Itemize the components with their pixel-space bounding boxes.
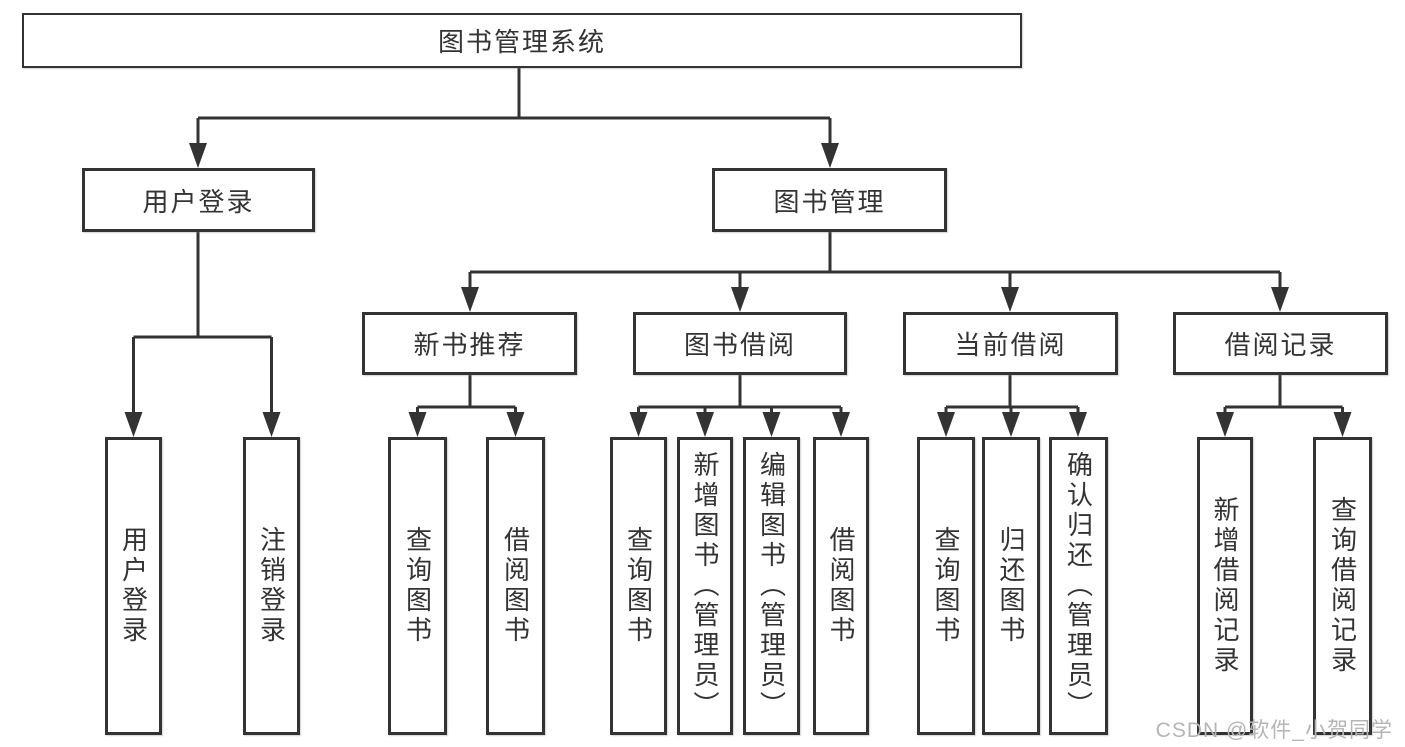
node-label: 用户登录 xyxy=(118,526,149,646)
node-user-login-action: 用户登录 xyxy=(105,437,162,735)
node-label: 查询图书 xyxy=(402,526,433,646)
node-add-borrow-record: 新增借阅记录 xyxy=(1197,437,1253,735)
node-library-management-system: 图书管理系统 xyxy=(22,13,1022,68)
node-label: 借阅图书 xyxy=(826,526,856,646)
node-label: 图书管理系统 xyxy=(437,27,606,57)
node-label: 图书借阅 xyxy=(683,330,796,360)
node-label: 新书推荐 xyxy=(413,330,526,360)
node-label: 借阅记录 xyxy=(1224,330,1337,360)
node-label: 查询图书 xyxy=(931,526,961,646)
node-borrow-books-recommend: 借阅图书 xyxy=(486,437,545,735)
node-label: 新增图书（管理员） xyxy=(690,451,720,721)
node-query-borrow-record: 查询借阅记录 xyxy=(1313,437,1372,735)
node-label: 新增借阅记录 xyxy=(1210,496,1240,676)
node-return-books: 归还图书 xyxy=(982,437,1040,735)
node-borrow-books-borrowing: 借阅图书 xyxy=(813,437,869,735)
node-query-books-current: 查询图书 xyxy=(917,437,975,735)
csdn-watermark: CSDN @软件_小贺同学 xyxy=(1155,719,1393,742)
node-label: 查询借阅记录 xyxy=(1327,496,1358,676)
node-edit-books-admin: 编辑图书（管理员） xyxy=(743,437,800,735)
node-book-borrowing: 图书借阅 xyxy=(633,312,847,375)
node-new-book-recommendation: 新书推荐 xyxy=(362,312,577,375)
node-label: 编辑图书（管理员） xyxy=(756,451,787,721)
node-query-books-borrowing: 查询图书 xyxy=(610,437,667,735)
node-label: 注销登录 xyxy=(256,526,287,646)
node-label: 借阅图书 xyxy=(500,526,531,646)
node-label: 归还图书 xyxy=(996,526,1026,646)
node-label: 查询图书 xyxy=(623,526,654,646)
node-borrowing-records: 借阅记录 xyxy=(1173,312,1388,375)
node-book-management: 图书管理 xyxy=(712,168,947,232)
node-add-books-admin: 新增图书（管理员） xyxy=(677,437,733,735)
arrowheads xyxy=(124,143,1352,437)
node-label: 当前借阅 xyxy=(954,330,1067,360)
node-logout-action: 注销登录 xyxy=(243,437,300,735)
node-label: 用户登录 xyxy=(142,186,255,217)
node-current-borrowing: 当前借阅 xyxy=(903,312,1118,375)
node-confirm-return-admin: 确认归还（管理员） xyxy=(1049,437,1108,735)
node-query-books-recommend: 查询图书 xyxy=(388,437,447,735)
node-user-login: 用户登录 xyxy=(82,168,315,232)
node-label: 确认归还（管理员） xyxy=(1063,451,1094,721)
node-label: 图书管理 xyxy=(773,186,886,217)
